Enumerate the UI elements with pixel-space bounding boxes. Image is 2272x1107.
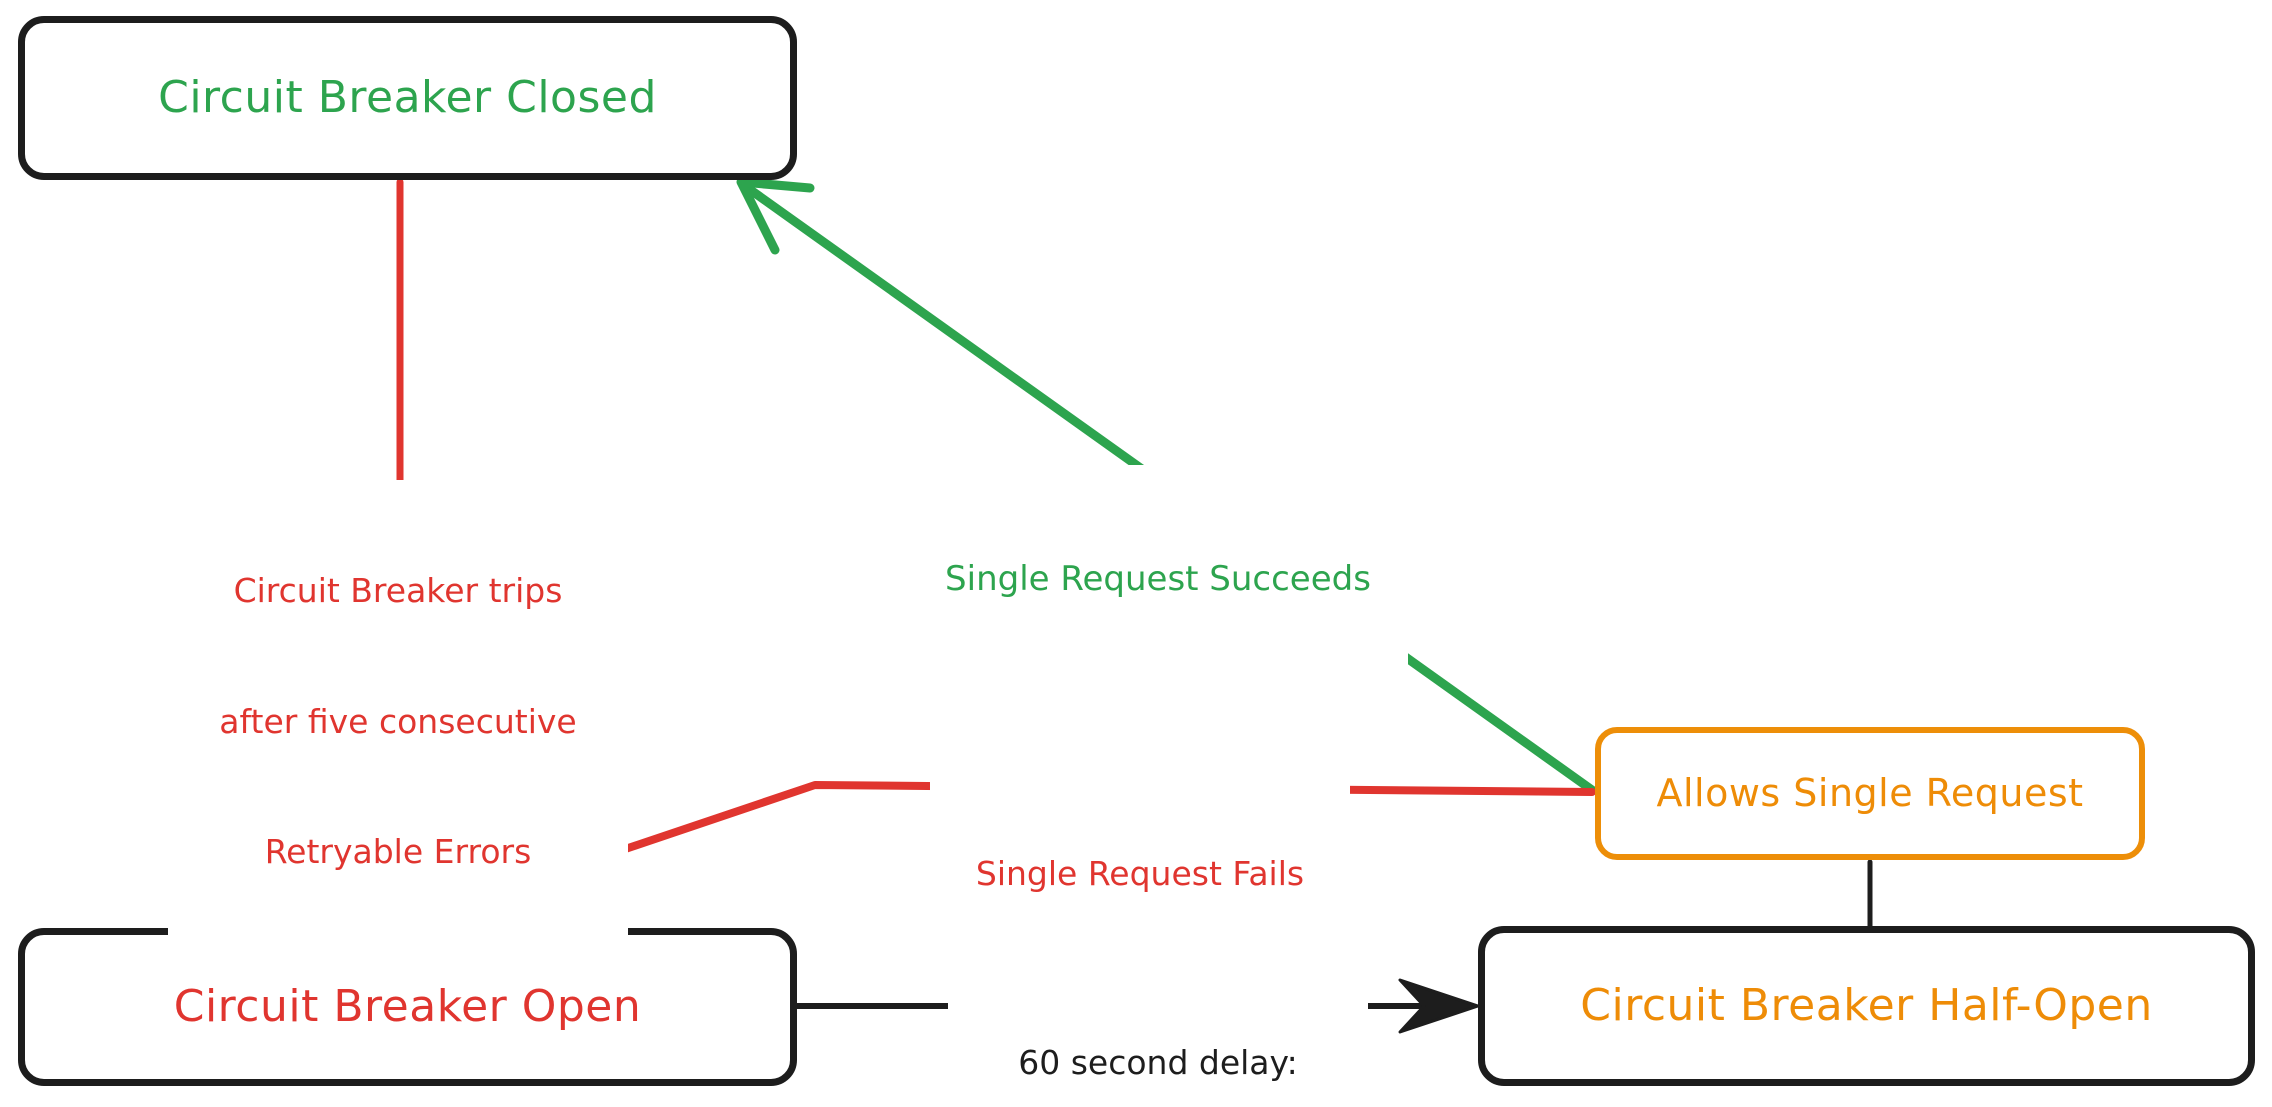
node-circuit-breaker-closed[interactable]: Circuit Breaker Closed <box>18 16 797 180</box>
node-label-open: Circuit Breaker Open <box>173 980 642 1032</box>
node-label-half-open: Circuit Breaker Half-Open <box>1580 979 2153 1031</box>
edge-label-closed-to-open: Circuit Breaker trips after five consecu… <box>168 480 628 964</box>
edge-label-open-to-half-open: 60 second delay: No requests allowed <box>948 952 1368 1107</box>
edge-label-line-1: Circuit Breaker trips <box>233 571 563 611</box>
edge-label-single-request-fails: Single Request Fails <box>975 854 1305 894</box>
node-label-allows-single-request: Allows Single Request <box>1656 770 2084 815</box>
node-label-closed: Circuit Breaker Closed <box>158 71 657 123</box>
edge-label-line-2: after five consecutive <box>219 701 577 741</box>
edge-label-single-request-succeeds: Single Request Succeeds <box>945 558 1371 599</box>
node-allows-single-request[interactable]: Allows Single Request <box>1595 727 2145 860</box>
edge-label-allows-to-open: Single Request Fails <box>930 763 1350 985</box>
edge-label-delay-line-1: 60 second delay: <box>1018 1043 1298 1083</box>
node-circuit-breaker-half-open[interactable]: Circuit Breaker Half-Open <box>1478 926 2255 1086</box>
edge-label-line-3: Retryable Errors <box>264 832 532 872</box>
edge-label-allows-to-closed: Single Request Succeeds <box>908 465 1408 694</box>
